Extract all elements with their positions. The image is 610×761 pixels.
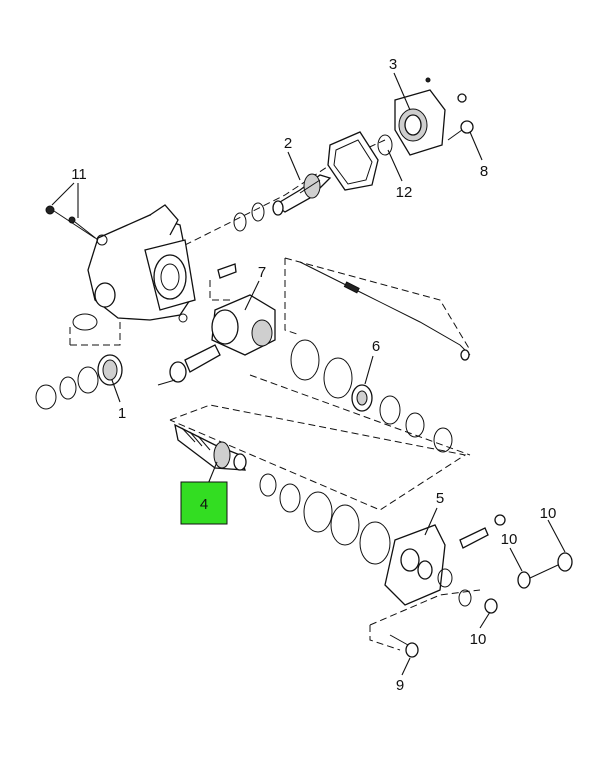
- part-2-input-shaft: [272, 173, 332, 216]
- part-7-rack-piston: [157, 263, 276, 386]
- callout-leader-lines: [51, 72, 566, 676]
- callout-2-label: 2: [284, 135, 292, 152]
- part-10-washers: [484, 552, 573, 614]
- highlighted-part-4-box[interactable]: 4: [180, 481, 228, 525]
- steering-gear-housing: [87, 204, 196, 323]
- part-3-cover: [394, 77, 467, 156]
- assembly-guide-lines: [69, 139, 481, 651]
- gasket-plate: [327, 131, 379, 191]
- callout-10-label-b: 10: [501, 531, 518, 548]
- callout-1-label: 1: [118, 405, 126, 422]
- callout-10-label-c: 10: [470, 631, 487, 648]
- callout-11-label: 11: [71, 166, 87, 183]
- part-11-bolts: [45, 205, 99, 241]
- callout-labels: 11 2 3 8 12 7 6 1 5 10 10 10 9: [71, 56, 556, 694]
- callout-9-label: 9: [396, 677, 404, 694]
- fluid-tube: [299, 261, 471, 361]
- callout-3-label: 3: [389, 56, 397, 73]
- seal-rings-lower: [259, 473, 391, 565]
- callout-4-label[interactable]: 4: [200, 496, 208, 513]
- part-1-bearing-rings: [35, 354, 123, 410]
- part-12-oring: [377, 134, 393, 156]
- callout-6-label: 6: [372, 338, 380, 355]
- callout-8-label: 8: [480, 163, 488, 180]
- part-5-valve-housing: [384, 514, 506, 607]
- part-9-bolt: [389, 634, 419, 658]
- callout-7-label: 7: [258, 264, 266, 281]
- seal-rings-middle: [290, 339, 453, 453]
- callout-10-label-a: 10: [540, 505, 557, 522]
- part-8-bolt: [447, 120, 474, 141]
- callout-12-label: 12: [396, 184, 413, 201]
- callout-5-label: 5: [436, 490, 444, 507]
- snap-rings-small: [72, 202, 265, 331]
- part-4-worm-shaft: [174, 423, 247, 471]
- highlight-rect[interactable]: [180, 481, 228, 525]
